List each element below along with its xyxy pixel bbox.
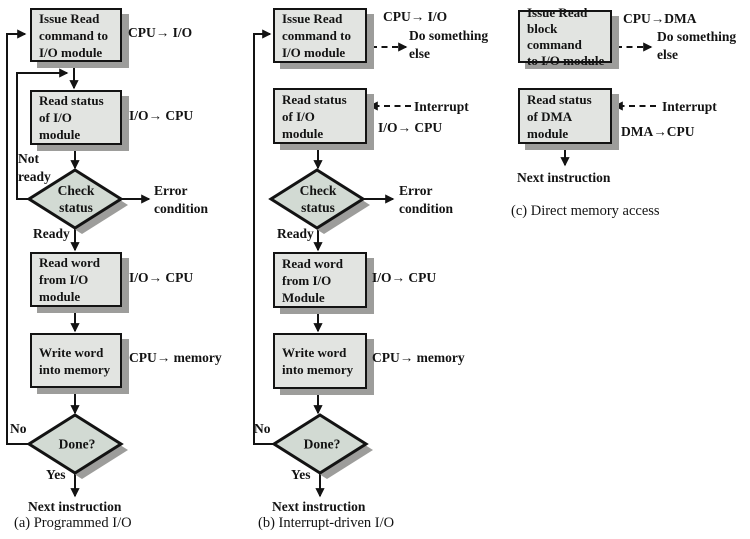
a-box-write-word: Write word into memory	[30, 333, 122, 388]
a-no-loop-line	[6, 29, 29, 445]
b-label-yes: Yes	[291, 467, 311, 482]
a-label-ready: Ready	[33, 226, 70, 241]
c-label-dma-to-cpu: DMA→CPU	[621, 124, 695, 139]
a-caption-programmed-io: (a) Programmed I/O	[14, 515, 132, 531]
b-check-status-diamond-label: Check status	[299, 183, 337, 215]
b-done-diamond-label: Done?	[303, 436, 341, 452]
b-label-io-to-cpu: I/O→ CPU	[378, 120, 443, 135]
a-label-yes: Yes	[46, 467, 66, 482]
c-label-do-something-else: Do something else	[657, 29, 737, 62]
a-label-next-instruction: Next instruction	[28, 499, 122, 514]
a-check-diamond	[26, 168, 124, 230]
a-check-status-diamond-label: Check status	[57, 183, 95, 215]
b-label-cpu-to-memory: CPU→ memory	[372, 350, 465, 365]
a-label-cpu-to-io: CPU→ I/O	[128, 25, 193, 40]
a-label-io-to-cpu: I/O→ CPU	[129, 108, 194, 123]
b-box-read-status: Read status of I/O module	[273, 88, 367, 144]
b-label-cpu-to-io: CPU→ I/O	[383, 9, 448, 24]
c-caption-direct-memory-access: (c) Direct memory access	[511, 203, 660, 219]
a-label-io-to-cpu-read-word: I/O→ CPU	[129, 270, 194, 285]
b-check-diamond	[268, 168, 366, 230]
b-box-write-word: Write word into memory	[273, 333, 367, 389]
b-no-loop-line	[253, 29, 274, 445]
b-label-do-something-else: Do something else	[409, 28, 489, 61]
c-box-read-dma-status: Read status of DMA module	[518, 88, 612, 144]
b-box-issue-read-command: Issue Read command to I/O module	[273, 8, 367, 63]
b-caption-interrupt-driven-io: (b) Interrupt-driven I/O	[258, 515, 395, 531]
c-label-next-instruction: Next instruction	[517, 170, 611, 185]
a-label-no: No	[10, 421, 27, 436]
a-box-issue-read-command: Issue Read command to I/O module	[30, 8, 122, 62]
a-label-cpu-to-memory: CPU→ memory	[129, 350, 222, 365]
c-label-interrupt: Interrupt	[662, 99, 717, 114]
b-label-next-instruction: Next instruction	[272, 499, 366, 514]
a-box-read-word: Read word from I/O module	[30, 252, 122, 307]
b-label-no: No	[254, 421, 271, 436]
b-label-interrupt: Interrupt	[414, 99, 469, 114]
b-box-read-word: Read word from I/O Module	[273, 252, 367, 308]
c-label-cpu-to-dma: CPU→DMA	[623, 11, 697, 26]
b-label-io-to-cpu-read-word: I/O→ CPU	[372, 270, 437, 285]
a-box-read-status: Read status of I/O module	[30, 90, 122, 145]
b-label-ready: Ready	[277, 226, 314, 241]
c-box-issue-read-block-command: Issue Read block command to I/O module	[518, 5, 612, 68]
a-done-diamond	[26, 413, 124, 475]
a-done-diamond-label: Done?	[58, 436, 96, 452]
a-not-ready-loop-line	[16, 68, 69, 200]
a-label-error-condition: Error condition	[154, 183, 209, 216]
b-done-diamond	[271, 413, 369, 475]
b-label-error-condition: Error condition	[399, 183, 454, 216]
a-label-not-ready: Not ready	[18, 151, 51, 184]
